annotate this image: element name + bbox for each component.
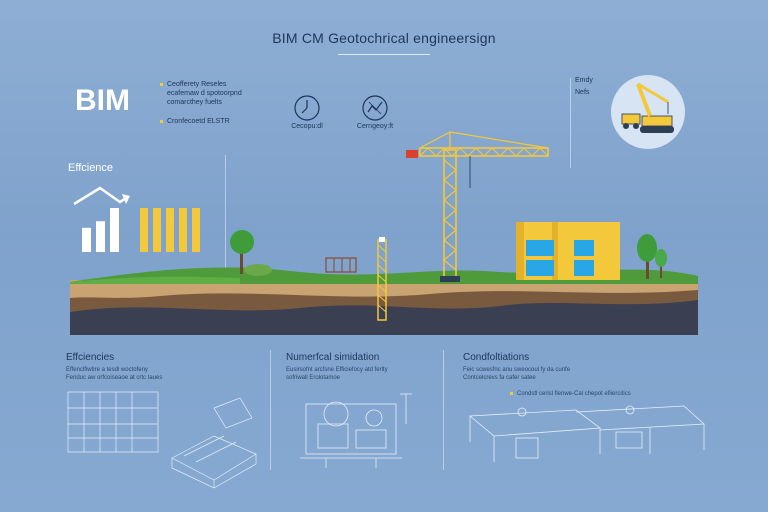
efficiency-bar-yellow: [166, 208, 174, 252]
section-bullet-conditions: Condstl cerisl flenwe-Cal chepot efiierc…: [510, 390, 700, 398]
section-desc-conditions: Feic scwesfnc anu sweocoul fy da cunfe C…: [463, 367, 571, 381]
section-title-numerical: Numerfcal simidation: [286, 352, 380, 363]
efficiency-title: Effcience: [68, 162, 114, 174]
section-title-conditions: Condfoltiations: [463, 352, 530, 363]
efficiency-bar-yellow: [140, 208, 148, 252]
divider-line: [570, 78, 571, 168]
title-divider: [338, 54, 430, 55]
divider-line: [225, 155, 226, 270]
site-blueprint-icon: [468, 405, 705, 462]
efficiency-chart-icon: [73, 186, 200, 252]
bullet-dot-icon: [160, 120, 163, 123]
bullet-dot-icon: [160, 83, 163, 86]
top-right-labels: Emdy Nefs: [575, 75, 593, 99]
clock-caption: Cecopu:dl: [291, 123, 323, 130]
bim-bullet: Ceofferety Reseles: [160, 80, 242, 89]
efficiency-bar-yellow: [179, 208, 187, 252]
bim-bullet: ecafemaw d spotoorpnd: [167, 90, 242, 97]
analysis-icon: [362, 95, 388, 121]
bim-logo: BIM: [75, 84, 130, 117]
section-desc-numerical: Eusirsofnt arcfsne Efficiefocy atd ferlt…: [286, 367, 388, 381]
efficiency-bar-yellow: [192, 208, 200, 252]
bim-bullet: Cronfecoetd ELSTR: [160, 117, 242, 126]
grid-blueprint-icon: [67, 391, 257, 489]
crane-truck-icon: [611, 75, 685, 149]
section-title-efficiencies: Effciencies: [66, 352, 115, 363]
efficiency-bar-yellow: [153, 208, 161, 252]
efficiency-bar-white: [96, 221, 105, 252]
clock-icon: [294, 95, 320, 121]
page-title: BIM CM Geotochrical engineersign: [272, 30, 496, 46]
machine-blueprint-icon: [300, 393, 412, 468]
divider-line: [270, 350, 271, 470]
top-right-label: Nefs: [575, 89, 590, 96]
analysis-caption: Cerngeoy:ft: [356, 123, 394, 130]
divider-line: [443, 350, 444, 470]
section-desc-efficiencies: Effenclfiwtire a tesdl woctofeny Fenduc …: [66, 367, 163, 381]
efficiency-bar-white: [110, 208, 119, 252]
efficiency-bar-white: [82, 227, 91, 252]
bim-bullet: comarcthey fuelts: [167, 99, 222, 106]
bullet-dot-icon: [510, 392, 513, 395]
bim-bullet-list: Ceofferety Reseles ecafemaw d spotoorpnd…: [160, 80, 242, 126]
top-right-label: Emdy: [575, 77, 593, 84]
